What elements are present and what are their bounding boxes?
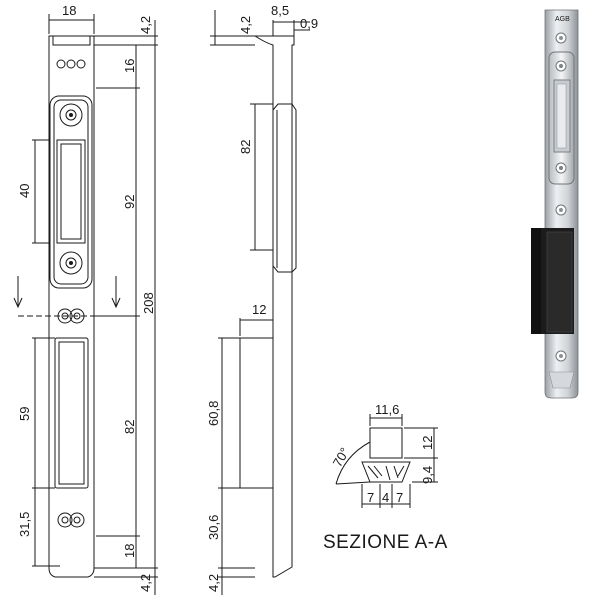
upper-keeper-bottom-screw-outer	[59, 251, 83, 275]
section-body-top	[369, 427, 403, 459]
front-dim-31-5-label: 31,5	[17, 512, 32, 537]
upper-keeper-bottom-screw-inner	[65, 257, 77, 269]
section-bottom-mid-label: 4	[382, 490, 389, 505]
photo-brand-mark: AGB	[555, 16, 570, 23]
front-bottom-gap-label: 4,2	[138, 574, 153, 592]
section-labels: 11,6 12 9,4 70° 7 4 7 SEZIONE A-A	[323, 402, 448, 553]
section-height-label: 12	[420, 436, 435, 450]
front-view-labels: 18 4,2 16 40 92 208 59 82 31,5 18 4,2	[17, 3, 156, 592]
bottom-hole-right-inner	[73, 516, 81, 524]
section-a-a	[335, 414, 438, 508]
bottom-hole-left-inner	[61, 516, 69, 524]
lower-slot-inner	[58, 341, 85, 485]
upper-screw-inner	[65, 109, 77, 121]
side-upper-length-label: 82	[238, 140, 253, 154]
side-depth-label: 8,5	[271, 3, 289, 18]
section-angle-label: 70°	[330, 445, 353, 470]
product-photo: AGB	[531, 9, 579, 399]
upper-screw-outer	[59, 103, 83, 127]
section-depth-label: 9,4	[420, 466, 435, 484]
section-bottom-left-label: 7	[367, 490, 374, 505]
bottom-hole-left	[57, 512, 73, 528]
brand-emboss-b	[76, 59, 86, 69]
front-dim-208-label: 208	[141, 292, 156, 314]
bottom-hole-right	[69, 512, 85, 528]
front-dim-59-label: 59	[17, 407, 32, 421]
side-lower-slot	[239, 337, 274, 489]
brand-emboss-a	[56, 59, 66, 69]
side-view-labels: 4,2 8,5 0,9 82 12 60,8 30,6 4,2	[206, 3, 318, 592]
section-angle-arc	[335, 441, 371, 485]
section-title: SEZIONE A-A	[323, 532, 448, 553]
front-dim-82-label: 82	[122, 420, 137, 434]
front-dim-18-bottom-label: 18	[122, 544, 137, 558]
front-dim-16-label: 16	[122, 59, 137, 73]
section-bottom-right-label: 7	[396, 490, 403, 505]
front-dim-92-label: 92	[122, 195, 137, 209]
front-top-gap-label: 4,2	[138, 16, 153, 34]
side-bottom-offset-label: 30,6	[206, 515, 221, 540]
front-width-label: 18	[62, 3, 76, 18]
side-bottom-gap-label: 4,2	[206, 574, 221, 592]
front-top-notch	[52, 36, 91, 46]
section-hatch	[367, 465, 405, 481]
upper-keeper-window-inner	[60, 143, 82, 240]
upper-keeper-window	[56, 139, 86, 244]
section-width-label: 11,6	[375, 402, 399, 417]
lower-slot-outer	[54, 337, 89, 489]
front-plate-outline	[48, 35, 95, 578]
side-lower-length-label: 60,8	[206, 401, 221, 426]
upper-screw-dot	[69, 113, 73, 117]
side-lip-label: 0,9	[300, 16, 318, 31]
upper-keeper-inner	[53, 99, 89, 285]
side-lower-width-label: 12	[252, 302, 266, 317]
side-plate-strip	[253, 35, 295, 578]
side-view	[210, 10, 310, 595]
brand-emboss-g	[66, 59, 76, 69]
upper-keeper-outer	[49, 95, 93, 289]
front-view	[13, 14, 158, 595]
side-top-gap-label: 4,2	[238, 16, 253, 34]
side-upper-keeper	[272, 103, 297, 273]
upper-keeper-bottom-screw-dot	[69, 261, 73, 265]
front-dim-40-label: 40	[17, 184, 32, 198]
section-body-bottom	[361, 461, 411, 483]
